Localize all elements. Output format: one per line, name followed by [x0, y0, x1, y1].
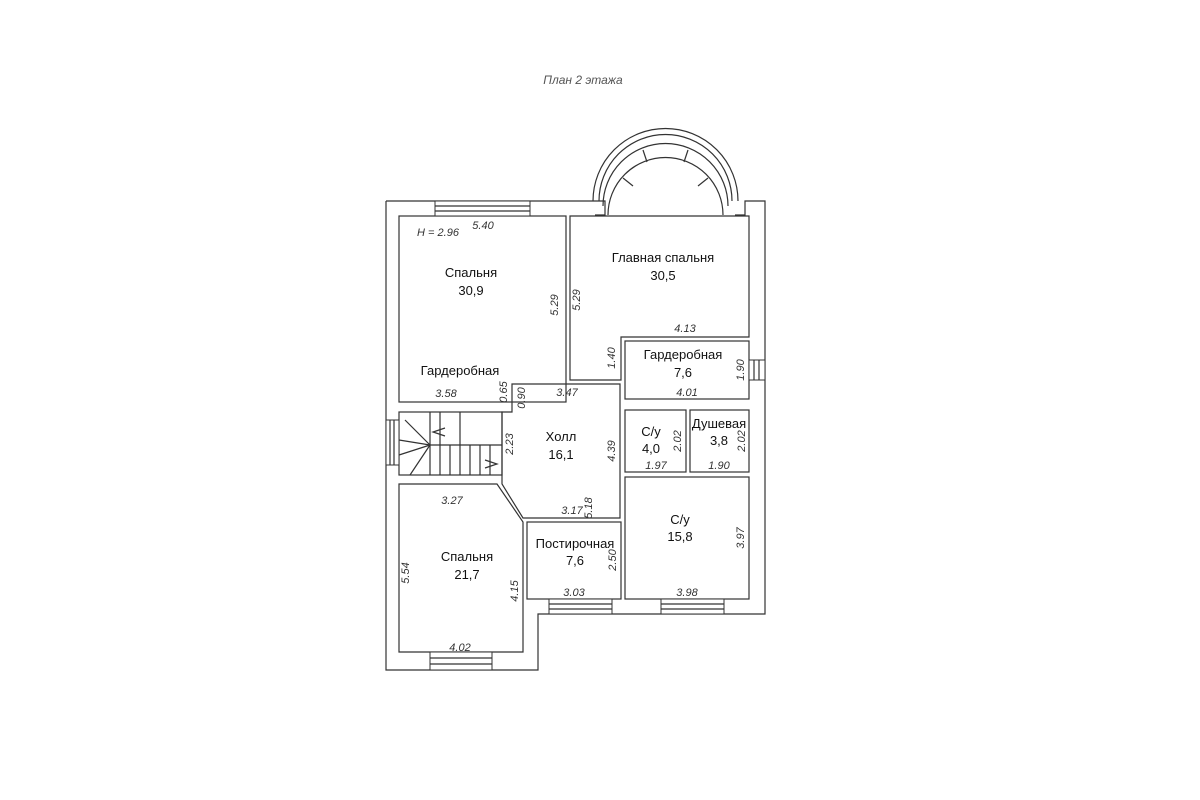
room-name: Постирочная — [536, 536, 615, 551]
room-master-bedroom — [569, 215, 750, 381]
dimension-label: 4.15 — [509, 579, 521, 601]
room-name: С/у — [641, 424, 661, 439]
room-area: 7,6 — [674, 365, 692, 380]
dimension-label: 5.29 — [549, 294, 561, 315]
room-shower — [689, 409, 750, 473]
room-name: С/у — [670, 512, 690, 527]
dimension-label: 4.13 — [674, 323, 696, 335]
dimension-label: 3.47 — [556, 387, 578, 399]
room-area: 15,8 — [667, 529, 692, 544]
dimension-label: 4.02 — [449, 642, 470, 654]
windows — [385, 200, 766, 671]
dimension-label: 5.18 — [583, 496, 595, 518]
room-name: Спальня — [445, 265, 497, 280]
dimension-label: 5.40 — [472, 220, 494, 232]
room-area: 30,9 — [458, 283, 483, 298]
dimension-label: 2.50 — [607, 548, 619, 571]
dimension-label: 3.27 — [441, 495, 463, 507]
dimension-label: 1.97 — [645, 460, 667, 472]
dimension-label: 3.98 — [676, 587, 698, 599]
dimension-label: 4.39 — [606, 440, 618, 461]
dimension-label: 1.90 — [735, 358, 747, 380]
dimension-label: 3.58 — [435, 388, 457, 400]
room-area: 16,1 — [548, 447, 573, 462]
dimension-label: 2.02 — [736, 430, 748, 452]
dimension-label: 3.17 — [561, 505, 583, 517]
room-name: Гардеробная — [421, 363, 500, 378]
dimension-label: 2.23 — [504, 432, 516, 455]
room-name: Спальня — [441, 549, 493, 564]
room-name: Душевая — [692, 416, 746, 431]
room-hall — [501, 383, 621, 519]
room-name: Холл — [546, 429, 577, 444]
room-area: 7,6 — [566, 553, 584, 568]
room-area: 30,5 — [650, 268, 675, 283]
dimension-label: 0.65 — [498, 380, 510, 402]
room-area: 3,8 — [710, 433, 728, 448]
dimension-label: 3.97 — [735, 526, 747, 548]
room-name: Гардеробная — [644, 347, 723, 362]
room-area: 4,0 — [642, 441, 660, 456]
dimension-label: 2.02 — [672, 430, 684, 452]
dimension-label: 5.54 — [400, 562, 412, 583]
dimension-label: 1.40 — [606, 346, 618, 368]
dimension-label: 0.90 — [516, 386, 528, 408]
room-area: 21,7 — [454, 567, 479, 582]
height-note: H = 2.96 — [417, 227, 460, 239]
room-wc-small — [624, 409, 687, 473]
dimension-label: 3.03 — [563, 587, 585, 599]
dimension-label: 4.01 — [676, 387, 697, 399]
dimension-label: 5.29 — [571, 289, 583, 310]
dimension-label: 1.90 — [708, 460, 730, 472]
room-name: Главная спальня — [612, 250, 714, 265]
staircase — [398, 411, 503, 476]
plan-title: План 2 этажа — [543, 73, 623, 87]
bay-window — [592, 127, 739, 216]
room-bedroom-2 — [398, 483, 524, 653]
